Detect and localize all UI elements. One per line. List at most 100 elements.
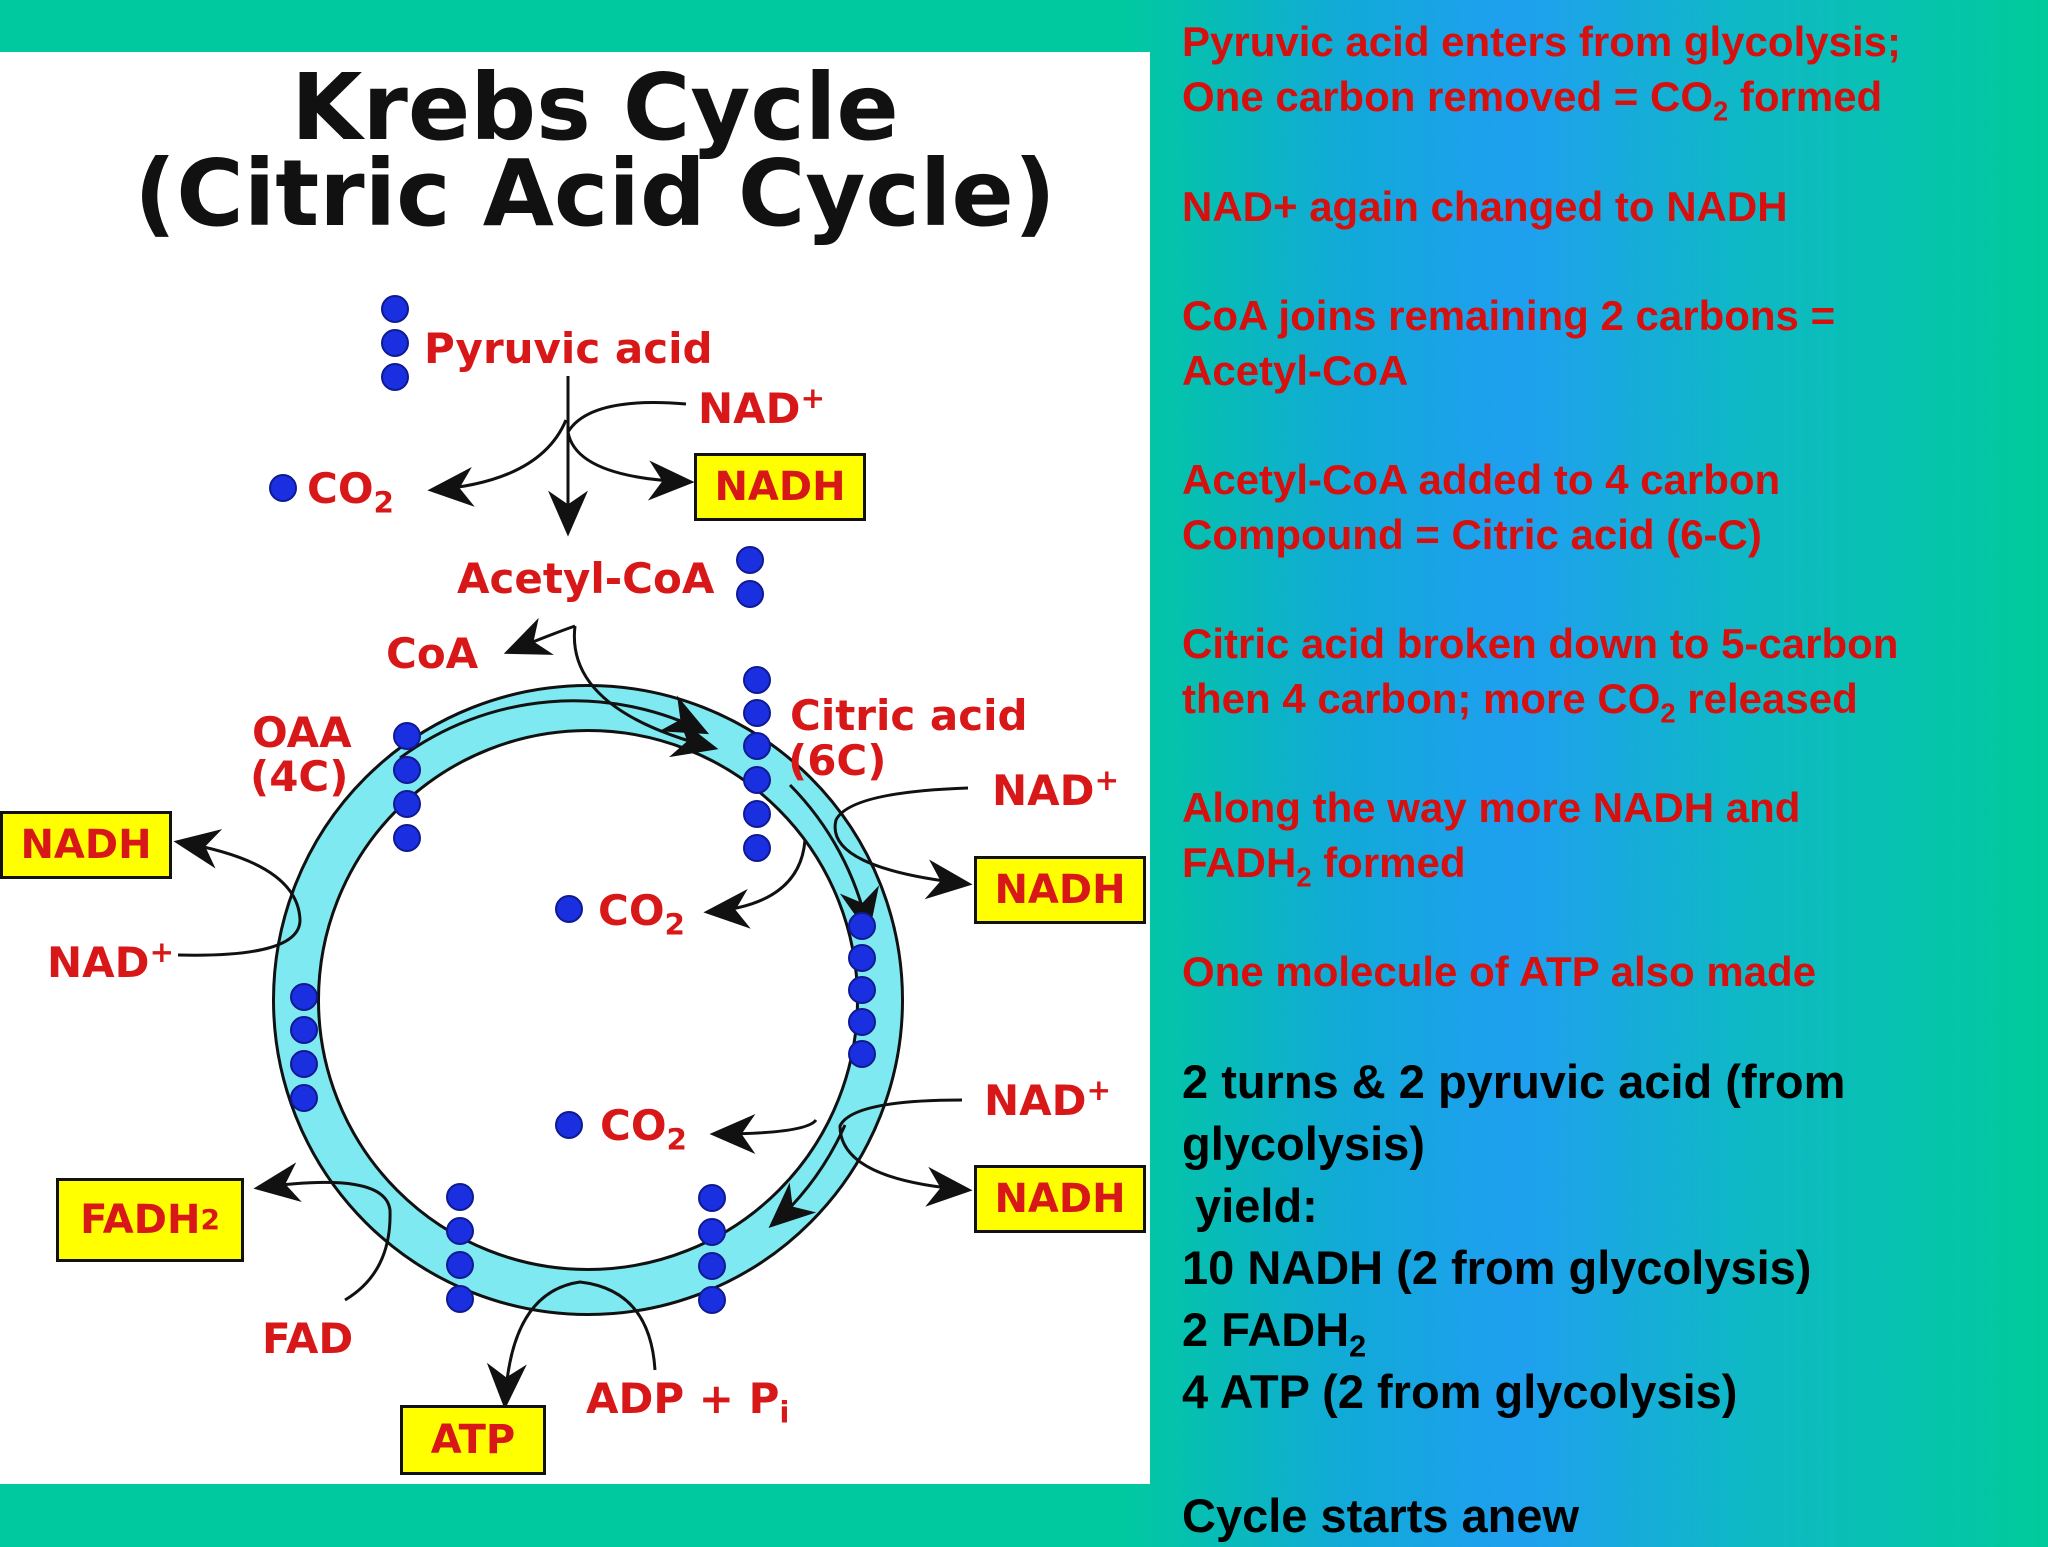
note-nad-to-nadh: NAD+ again changed to NADH bbox=[1182, 183, 1788, 230]
carbon-dot bbox=[393, 790, 421, 818]
oaa-4c-label: (4C) bbox=[250, 752, 349, 801]
diagram-subtitle: (Citric Acid Cycle) bbox=[134, 140, 1056, 247]
yield-line-1: 2 turns & 2 pyruvic acid (from bbox=[1182, 1055, 1846, 1108]
carbon-dot bbox=[446, 1285, 474, 1313]
citric-6c-label: (6C) bbox=[788, 736, 887, 785]
carbon-dot bbox=[743, 666, 771, 694]
note-pyruvic-enters: Pyruvic acid enters from glycolysis; bbox=[1182, 18, 1901, 65]
note-citric-broken: Citric acid broken down to 5-carbon bbox=[1182, 620, 1899, 667]
carbon-dot bbox=[848, 1008, 876, 1036]
carbon-dot bbox=[743, 699, 771, 727]
note-acetyl-coa: Acetyl-CoA bbox=[1182, 347, 1409, 394]
carbon-dot bbox=[736, 580, 764, 608]
fad-to-fadh2-arrow bbox=[253, 1162, 392, 1302]
diagram-title: Krebs Cycle bbox=[291, 54, 899, 161]
carbon-dot bbox=[698, 1286, 726, 1314]
carbon-dot bbox=[743, 766, 771, 794]
note-fadh2-formed: FADH2 formed bbox=[1182, 839, 1466, 893]
carbon-dot bbox=[290, 1084, 318, 1112]
carbon-dot bbox=[848, 976, 876, 1004]
co2-release-arrow-low bbox=[709, 1113, 818, 1154]
carbon-dots-bottom4c-right bbox=[698, 1184, 726, 1314]
carbon-dots-left4c bbox=[290, 983, 318, 1112]
carbon-dot bbox=[290, 1050, 318, 1078]
carbon-dot bbox=[698, 1218, 726, 1246]
adp-to-atp-arrow bbox=[486, 1280, 657, 1410]
carbon-dot bbox=[393, 756, 421, 784]
co2-release-arrow-top bbox=[427, 419, 568, 507]
carbon-dot bbox=[393, 722, 421, 750]
note-coa-joins: CoA joins remaining 2 carbons = bbox=[1182, 292, 1836, 339]
carbon-dot bbox=[446, 1251, 474, 1279]
carbon-dots-oaa bbox=[393, 722, 421, 852]
carbon-dot bbox=[848, 912, 876, 940]
nad-to-nadh-arrow-right1 bbox=[833, 786, 973, 900]
nad-label-top: NAD+ bbox=[698, 381, 826, 433]
carbon-dot bbox=[290, 1016, 318, 1044]
carbon-dot bbox=[381, 295, 409, 323]
co2-dot-top bbox=[269, 474, 297, 502]
carbon-dots-bottom4c-left bbox=[446, 1183, 474, 1313]
note-acetyl-added: Acetyl-CoA added to 4 carbon bbox=[1182, 456, 1781, 503]
carbon-dot bbox=[393, 824, 421, 852]
carbon-dot bbox=[290, 983, 318, 1011]
nadh-box-right1: NADH bbox=[974, 856, 1146, 924]
carbon-dot bbox=[848, 1040, 876, 1068]
yield-line-atp: 4 ATP (2 from glycolysis) bbox=[1182, 1365, 1738, 1418]
co2-release-arrow-mid bbox=[703, 839, 807, 929]
carbon-dot bbox=[743, 732, 771, 760]
ring-direction-arrow-top bbox=[399, 695, 710, 760]
note-carbon-removed: One carbon removed = CO2 formed bbox=[1182, 73, 1883, 127]
acetyl-coa-label: Acetyl-CoA bbox=[457, 554, 715, 603]
nadh-box-top: NADH bbox=[694, 453, 866, 521]
nadh-box-right2: NADH bbox=[974, 1165, 1146, 1233]
oaa-label: OAA bbox=[252, 708, 352, 757]
carbon-dot bbox=[446, 1183, 474, 1211]
nad-to-nadh-arrow-top bbox=[566, 401, 695, 501]
citric-acid-label: Citric acid bbox=[790, 691, 1028, 740]
atp-box: ATP bbox=[400, 1405, 546, 1475]
note-co2-released: then 4 carbon; more CO2 released bbox=[1182, 675, 1858, 729]
note-more-nadh: Along the way more NADH and bbox=[1182, 784, 1801, 831]
nad-to-nadh-arrow-right2 bbox=[838, 1098, 973, 1207]
fad-label: FAD bbox=[262, 1314, 354, 1363]
coa-label: CoA bbox=[386, 629, 479, 678]
krebs-cycle-diagram bbox=[173, 295, 973, 1410]
carbon-dots-citric bbox=[743, 666, 771, 862]
yield-line-fadh2: 2 FADH2 bbox=[1182, 1303, 1367, 1364]
co2-label-low: CO2 bbox=[600, 1101, 687, 1157]
co2-dot-low bbox=[555, 1111, 583, 1139]
acetyl-entry-arrow bbox=[572, 625, 719, 758]
carbon-dot bbox=[698, 1252, 726, 1280]
co2-dot-mid bbox=[555, 895, 583, 923]
carbon-dot bbox=[698, 1184, 726, 1212]
carbon-dot bbox=[743, 800, 771, 828]
nad-label-right2: NAD+ bbox=[984, 1073, 1112, 1125]
carbon-dot bbox=[381, 329, 409, 357]
carbon-dots-acetyl bbox=[736, 546, 764, 608]
carbon-dot bbox=[736, 546, 764, 574]
nad-to-nadh-arrow-left bbox=[173, 829, 302, 957]
carbon-dot bbox=[743, 834, 771, 862]
yield-line-restart: Cycle starts anew bbox=[1182, 1489, 1580, 1542]
ring-direction-arrow-right bbox=[788, 783, 880, 935]
yield-line-2: glycolysis) bbox=[1182, 1117, 1425, 1170]
carbon-dots-pyruvate bbox=[381, 295, 409, 391]
nad-label-left: NAD+ bbox=[47, 935, 175, 987]
adp-pi-label: ADP + Pi bbox=[586, 1374, 790, 1430]
yield-line-3: yield: bbox=[1182, 1179, 1318, 1232]
pyruvic-acid-label: Pyruvic acid bbox=[424, 324, 713, 373]
yield-line-nadh: 10 NADH (2 from glycolysis) bbox=[1182, 1241, 1812, 1294]
note-atp-made: One molecule of ATP also made bbox=[1182, 948, 1817, 995]
nad-label-right1: NAD+ bbox=[992, 763, 1120, 815]
co2-label-mid: CO2 bbox=[598, 886, 685, 942]
carbon-dots-5c bbox=[848, 912, 876, 1068]
nadh-box-left: NADH bbox=[0, 811, 172, 879]
co2-label-top: CO2 bbox=[307, 464, 394, 520]
carbon-dot bbox=[381, 363, 409, 391]
coa-release-arrow bbox=[503, 617, 576, 655]
note-citric-formed: Compound = Citric acid (6-C) bbox=[1182, 511, 1762, 558]
carbon-dot bbox=[446, 1217, 474, 1245]
carbon-dot bbox=[848, 944, 876, 972]
